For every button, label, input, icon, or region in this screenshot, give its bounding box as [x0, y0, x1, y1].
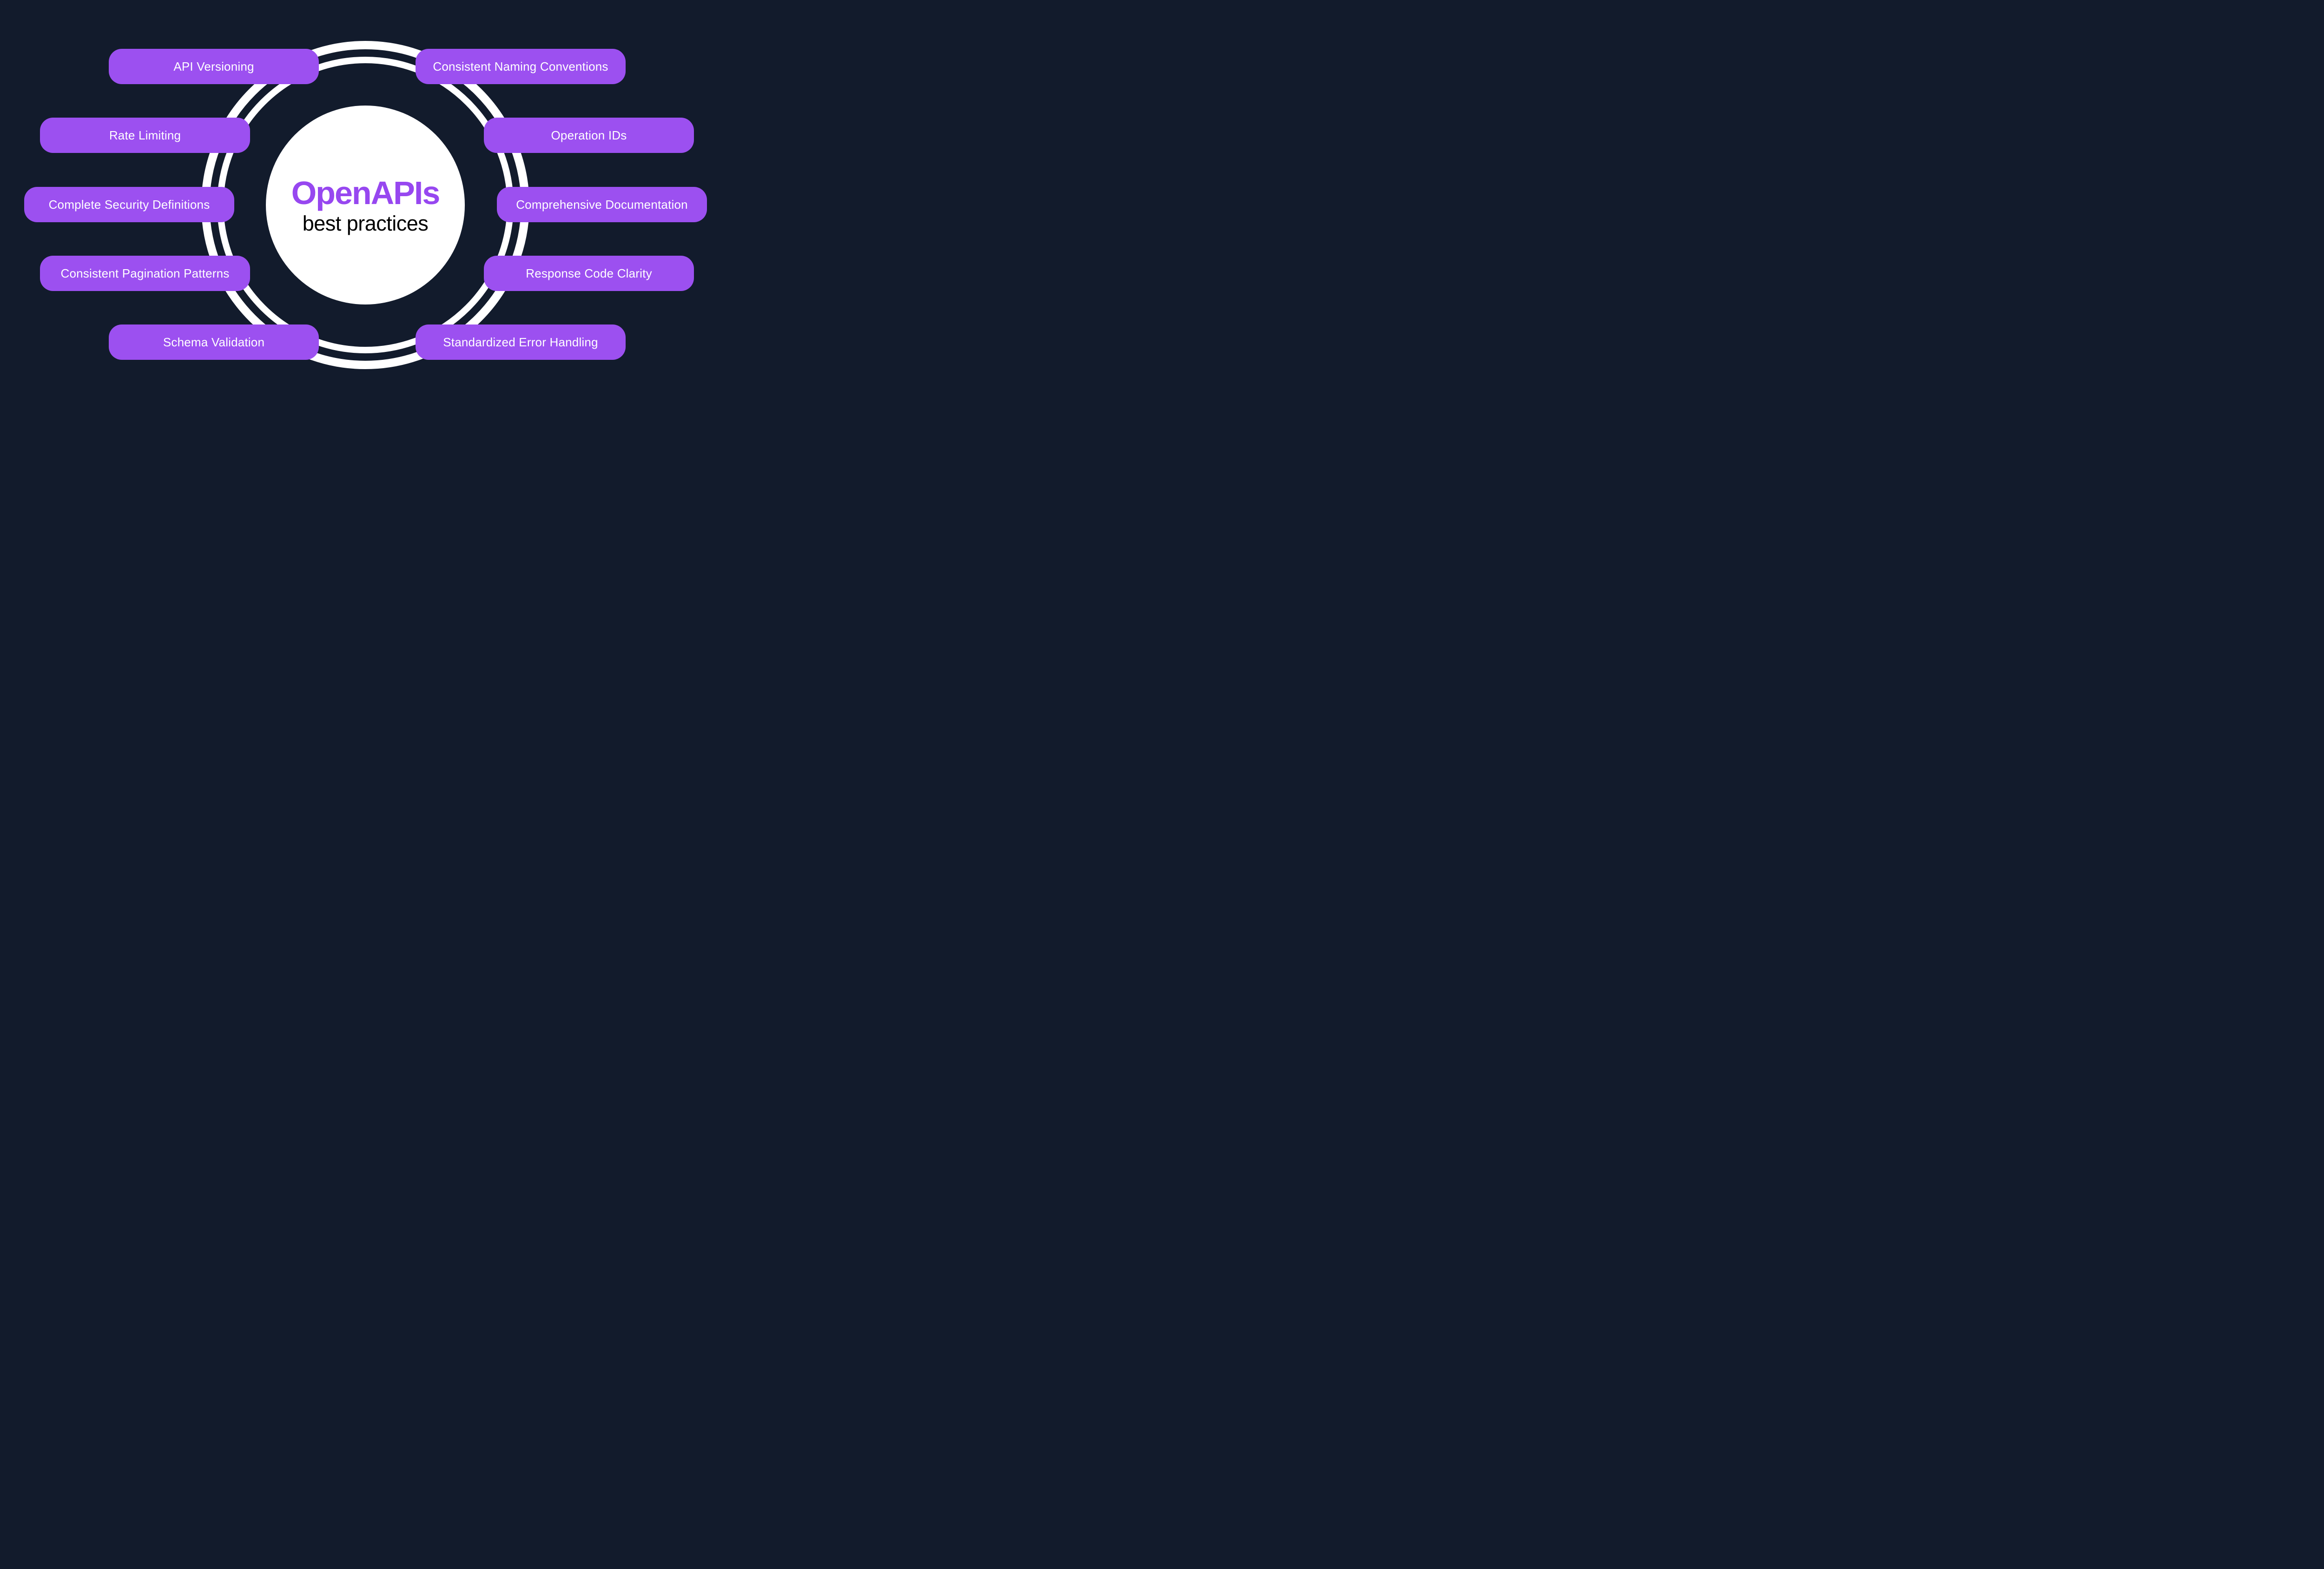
- pill-complete-security-definitions: Complete Security Definitions: [24, 187, 234, 222]
- pill-response-code-clarity: Response Code Clarity: [484, 256, 694, 291]
- pill-label: Schema Validation: [163, 335, 265, 349]
- pill-comprehensive-documentation: Comprehensive Documentation: [497, 187, 707, 222]
- infographic-canvas: OpenAPIs best practices API Versioning C…: [0, 0, 729, 410]
- pill-consistent-naming-conventions: Consistent Naming Conventions: [416, 49, 626, 84]
- pill-schema-validation: Schema Validation: [109, 324, 319, 360]
- pill-label: Standardized Error Handling: [443, 335, 598, 349]
- pill-label: Operation IDs: [551, 128, 627, 142]
- pill-api-versioning: API Versioning: [109, 49, 319, 84]
- pill-operation-ids: Operation IDs: [484, 118, 694, 153]
- pill-label: Comprehensive Documentation: [516, 197, 688, 212]
- pill-label: Response Code Clarity: [526, 266, 652, 280]
- diagram-subtitle: best practices: [302, 211, 429, 235]
- pill-label: Rate Limiting: [109, 128, 181, 142]
- pill-label: Consistent Pagination Patterns: [60, 266, 230, 280]
- pill-label: Complete Security Definitions: [48, 197, 210, 212]
- pill-label: Consistent Naming Conventions: [433, 59, 608, 73]
- pill-rate-limiting: Rate Limiting: [40, 118, 250, 153]
- center-node: OpenAPIs best practices: [266, 106, 465, 305]
- pill-label: API Versioning: [173, 59, 254, 73]
- pill-consistent-pagination-patterns: Consistent Pagination Patterns: [40, 256, 250, 291]
- pill-standardized-error-handling: Standardized Error Handling: [416, 324, 626, 360]
- diagram-title: OpenAPIs: [291, 174, 441, 211]
